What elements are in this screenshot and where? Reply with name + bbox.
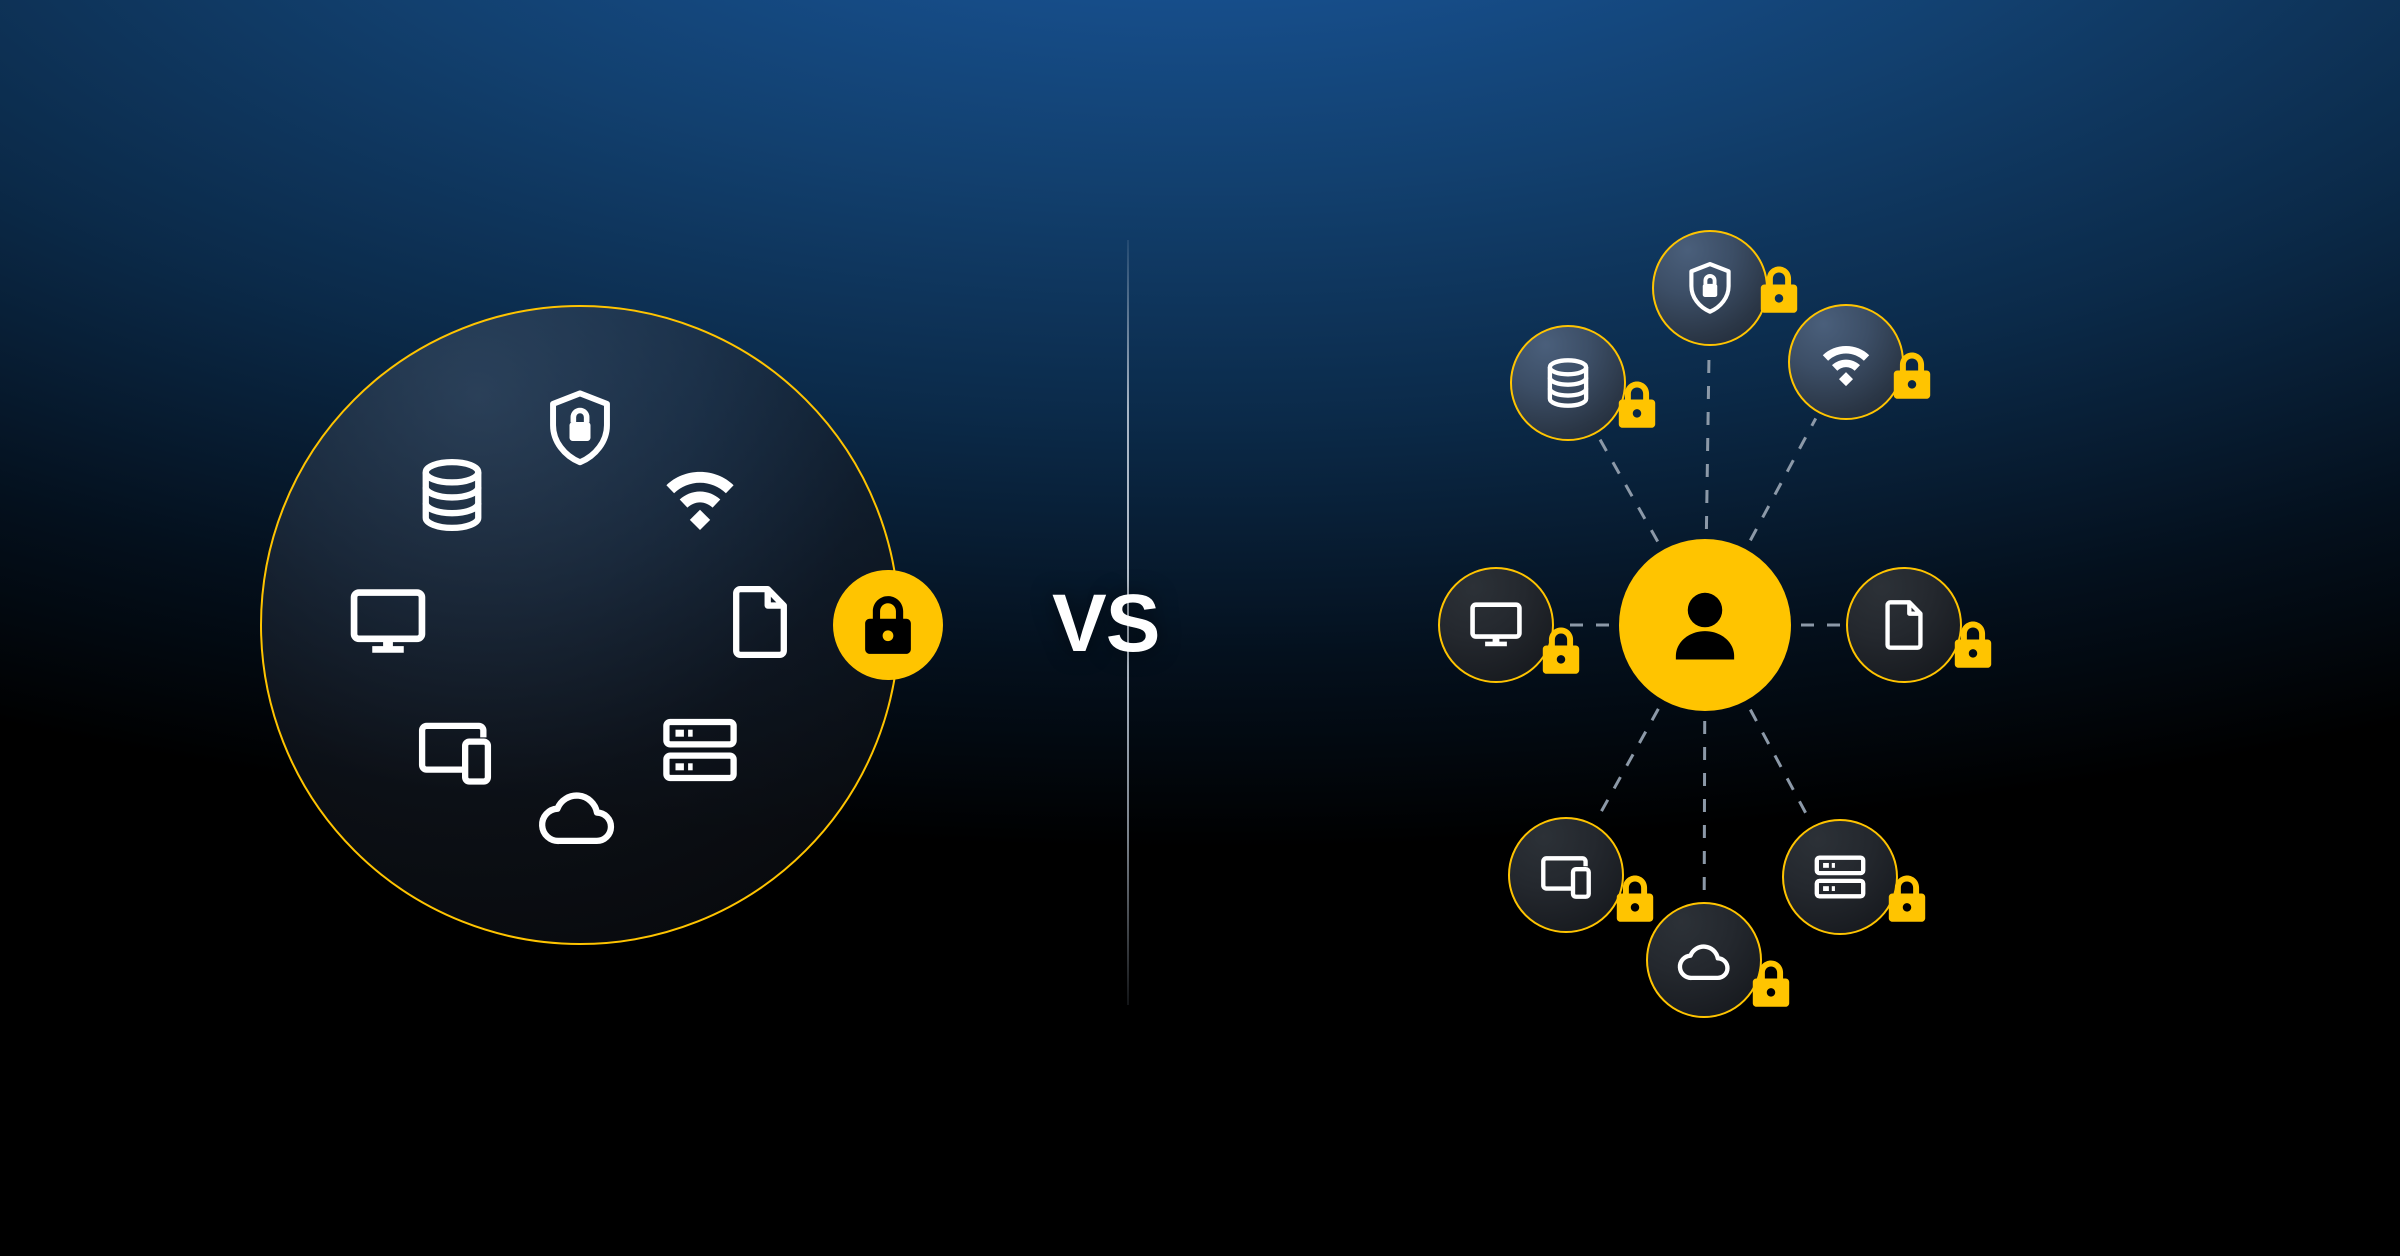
zero-trust-node-document[interactable] xyxy=(1846,567,1962,683)
padlock-icon xyxy=(1616,875,1654,922)
padlock-icon xyxy=(1893,352,1931,399)
wifi-icon xyxy=(666,471,734,530)
spoke-line-database xyxy=(1598,437,1660,543)
spoke-line-devices xyxy=(1595,708,1660,820)
padlock-icon xyxy=(1954,621,1992,668)
spoke-line-cloud xyxy=(1702,720,1707,897)
zero-trust-node-devices[interactable] xyxy=(1508,817,1624,933)
server-icon xyxy=(1814,855,1866,899)
document-icon xyxy=(733,585,787,659)
padlock-icon xyxy=(1752,960,1790,1007)
perimeter-lock-badge xyxy=(833,570,943,680)
server-icon xyxy=(663,718,737,782)
node-lock-badge xyxy=(1950,617,1996,669)
node-lock-badge xyxy=(1614,377,1660,429)
perimeter-icon-cloud xyxy=(535,773,619,857)
database-icon xyxy=(1547,358,1589,408)
spoke-line-server xyxy=(1749,708,1812,822)
cloud-icon xyxy=(1677,944,1730,981)
database-icon xyxy=(422,458,482,532)
devices-icon xyxy=(1541,856,1591,899)
perimeter-icon-shield-lock xyxy=(538,386,622,470)
zero-trust-node-server[interactable] xyxy=(1782,819,1898,935)
user-hub-node[interactable] xyxy=(1619,539,1791,711)
zero-trust-node-database[interactable] xyxy=(1510,325,1626,441)
perimeter-icon-document xyxy=(718,580,802,664)
node-lock-badge xyxy=(1884,871,1930,923)
node-lock-badge xyxy=(1612,871,1658,923)
padlock-icon xyxy=(1618,381,1656,428)
perimeter-icon-server xyxy=(658,708,742,792)
spoke-line-wifi xyxy=(1749,417,1818,542)
node-lock-badge xyxy=(1889,348,1935,400)
perimeter-icon-devices xyxy=(413,708,497,792)
devices-icon xyxy=(418,722,492,785)
padlock-icon xyxy=(1760,266,1798,313)
zero-trust-node-monitor[interactable] xyxy=(1438,567,1554,683)
spoke-connection-lines xyxy=(1560,351,1840,897)
perimeter-icon-monitor xyxy=(346,580,430,664)
shield-lock-icon xyxy=(1689,262,1731,314)
node-lock-badge xyxy=(1756,262,1802,314)
padlock-icon xyxy=(1542,627,1580,674)
padlock-icon xyxy=(1888,875,1926,922)
node-lock-badge xyxy=(1538,623,1584,675)
wifi-icon xyxy=(1822,346,1870,387)
zero-trust-node-cloud[interactable] xyxy=(1646,902,1762,1018)
zero-trust-node-wifi[interactable] xyxy=(1788,304,1904,420)
perimeter-model-panel xyxy=(0,0,1128,1256)
shield-lock-icon xyxy=(550,390,610,466)
perimeter-icon-wifi xyxy=(658,453,742,537)
monitor-icon xyxy=(350,589,426,653)
spoke-line-shield-lock xyxy=(1704,351,1711,530)
perimeter-icon-database xyxy=(410,453,494,537)
document-icon xyxy=(1885,600,1923,650)
zero-trust-node-shield-lock[interactable] xyxy=(1652,230,1768,346)
cloud-icon xyxy=(539,792,615,845)
vs-label: VS xyxy=(1052,578,1160,669)
node-lock-badge xyxy=(1748,956,1794,1008)
monitor-icon xyxy=(1470,602,1522,647)
user-icon xyxy=(1675,592,1735,660)
zero-trust-panel xyxy=(1128,0,2400,1256)
vs-divider-line xyxy=(1127,240,1129,1005)
